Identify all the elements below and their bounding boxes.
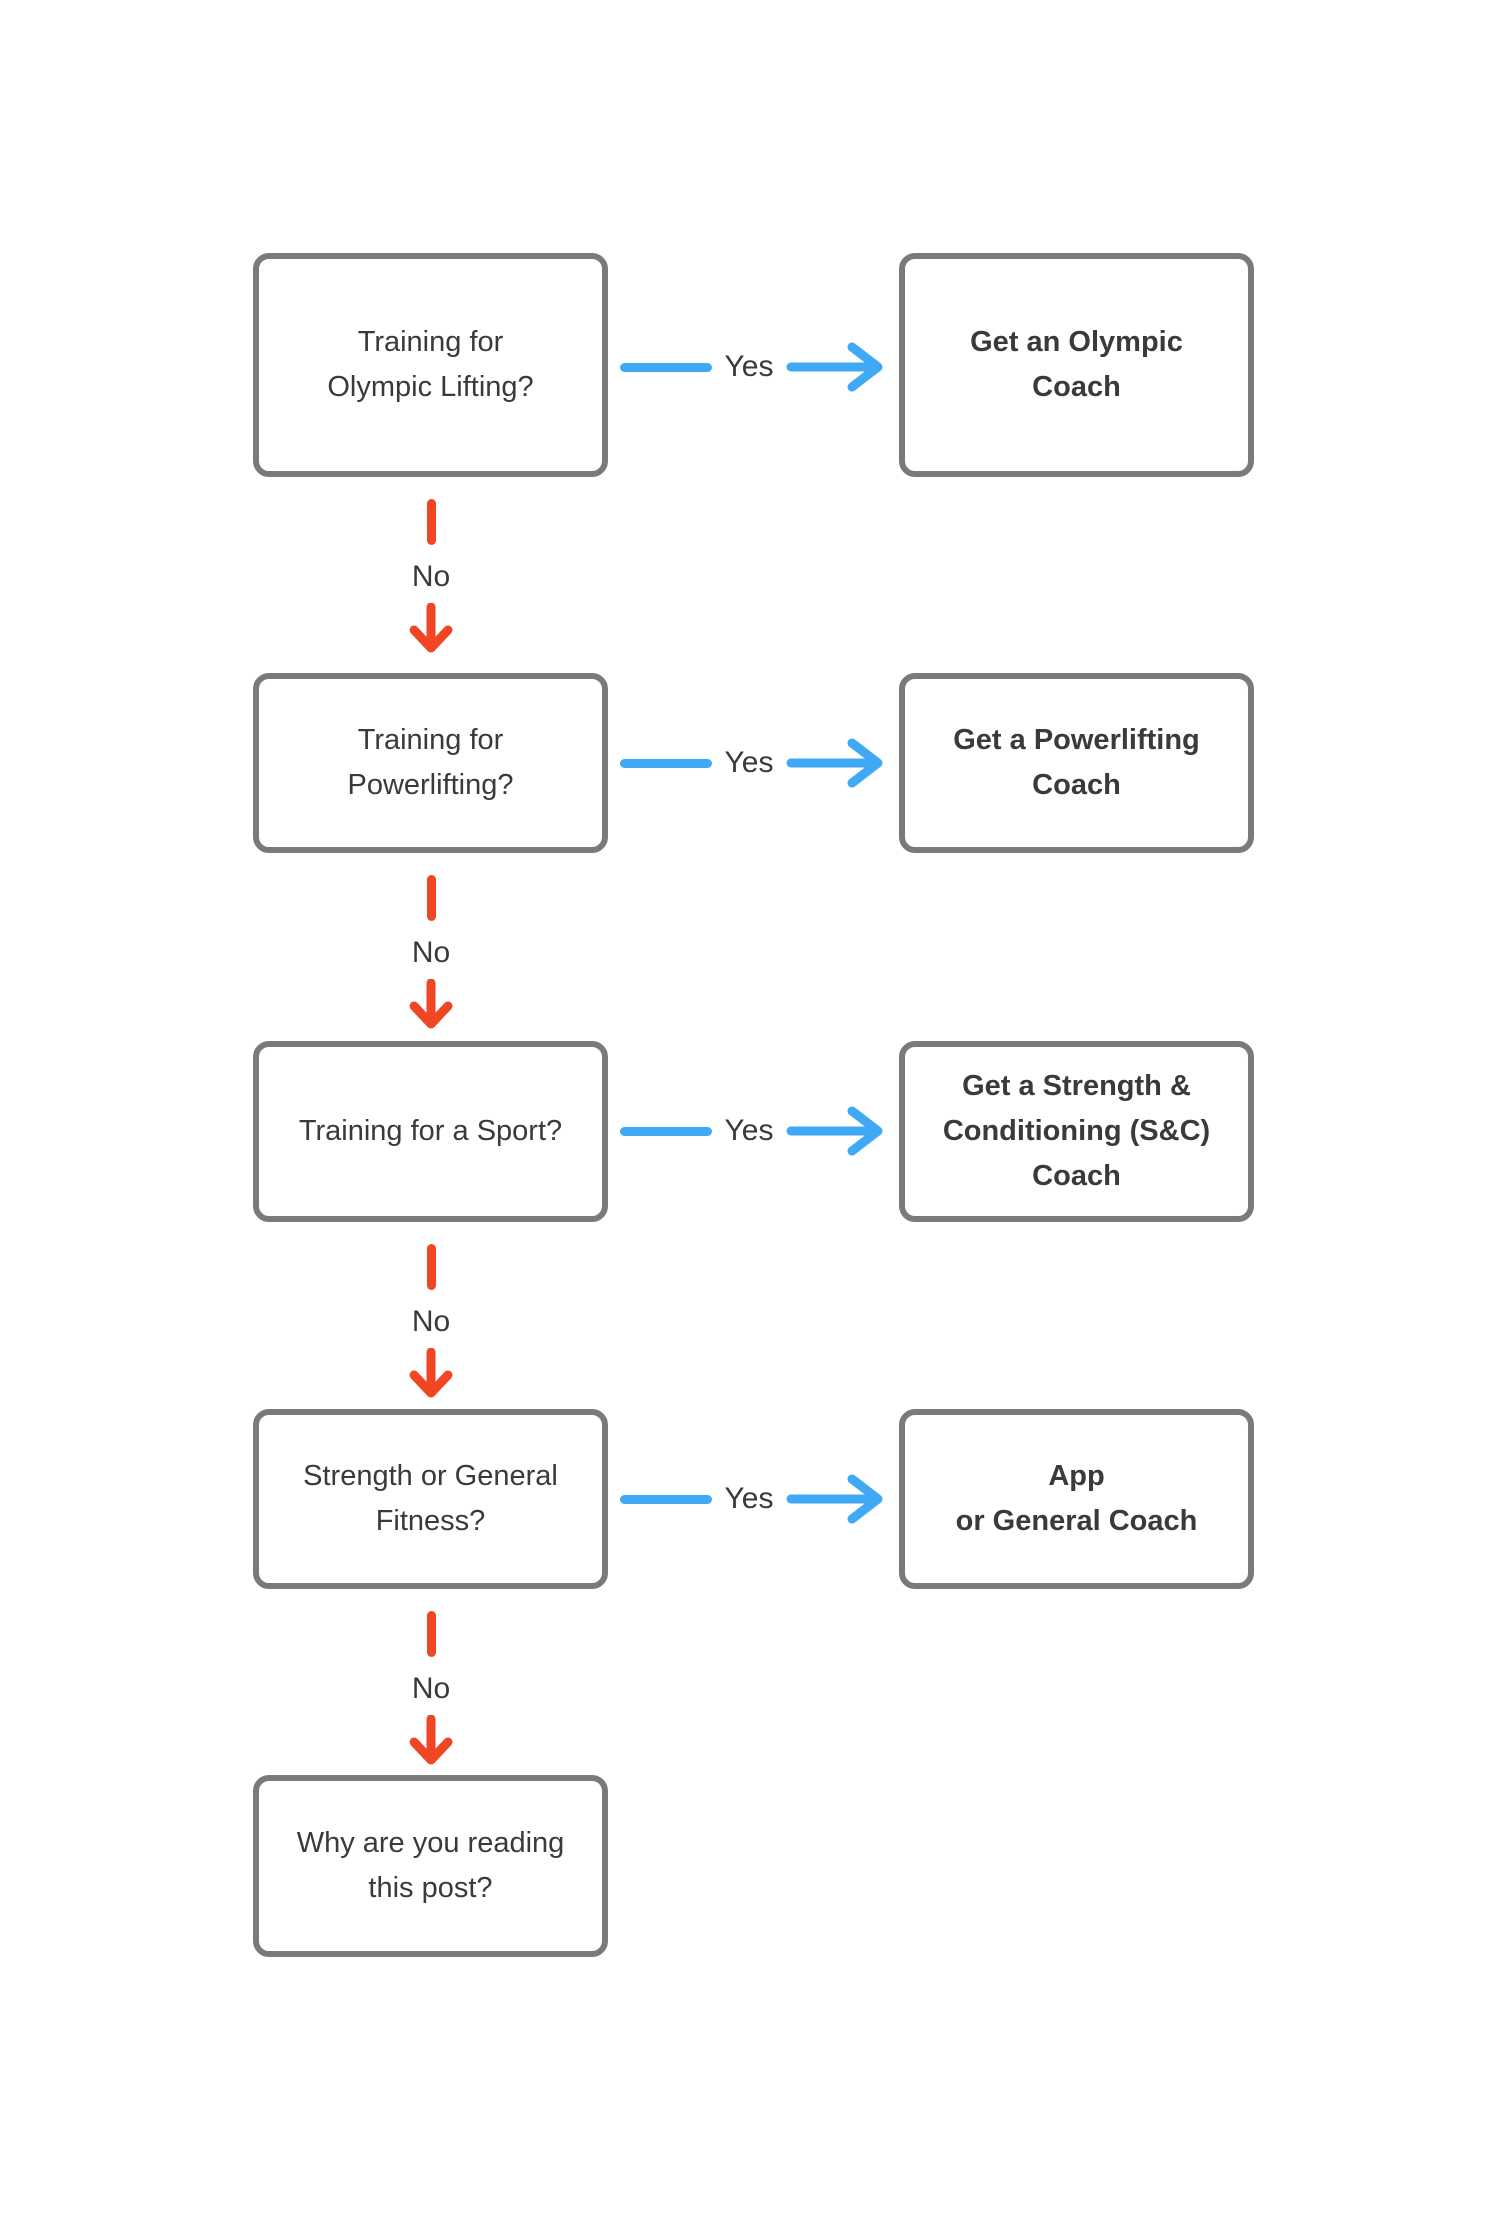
final-box-why-reading: Why are you reading this post? bbox=[253, 1775, 608, 1957]
result-box-sc-coach: Get a Strength & Conditioning (S&C) Coac… bbox=[899, 1041, 1254, 1222]
question-text: Training for a Sport? bbox=[299, 1109, 562, 1154]
yes-label: Yes bbox=[724, 1482, 774, 1515]
yes-connector-powerlifting: Yes bbox=[609, 737, 899, 789]
yes-line bbox=[619, 1494, 712, 1504]
question-line: Powerlifting? bbox=[347, 769, 514, 801]
result-box-powerlifting-coach: Get a Powerlifting Coach bbox=[899, 673, 1254, 853]
arrow-down-icon bbox=[409, 1715, 453, 1765]
result-box-app-or-general-coach: App or General Coach bbox=[899, 1409, 1254, 1589]
no-label: No bbox=[411, 1305, 451, 1338]
question-text: Training for Powerlifting? bbox=[347, 718, 513, 808]
result-line: Conditioning (S&C) bbox=[942, 1115, 1211, 1147]
result-line: or General Coach bbox=[955, 1505, 1198, 1537]
yes-connector-fitness: Yes bbox=[609, 1473, 899, 1525]
no-line bbox=[426, 499, 436, 545]
question-line: Fitness? bbox=[375, 1505, 486, 1537]
no-connector-olympic: No bbox=[356, 477, 506, 673]
question-box-olympic-lifting: Training for Olympic Lifting? bbox=[253, 253, 608, 477]
no-label: No bbox=[411, 1672, 451, 1705]
question-line: Training for bbox=[357, 724, 504, 756]
result-box-olympic-coach: Get an Olympic Coach bbox=[899, 253, 1254, 477]
result-text: Get a Powerlifting Coach bbox=[953, 718, 1200, 808]
arrow-right-icon bbox=[786, 1474, 883, 1524]
yes-line bbox=[619, 362, 712, 372]
yes-line bbox=[619, 1126, 712, 1136]
yes-label: Yes bbox=[724, 1114, 774, 1147]
arrow-down-icon bbox=[409, 1348, 453, 1398]
yes-connector-olympic: Yes bbox=[609, 341, 899, 393]
arrow-right-icon bbox=[786, 738, 883, 788]
result-line: Get a Strength & bbox=[962, 1070, 1191, 1102]
final-line: this post? bbox=[368, 1872, 493, 1904]
no-line bbox=[426, 875, 436, 921]
no-line bbox=[426, 1244, 436, 1290]
no-line bbox=[426, 1611, 436, 1657]
no-connector-powerlifting: No bbox=[356, 853, 506, 1041]
no-label: No bbox=[411, 936, 451, 969]
question-text: Strength or General Fitness? bbox=[303, 1454, 558, 1544]
result-line: Get an Olympic bbox=[970, 326, 1183, 358]
result-line: Coach bbox=[1032, 769, 1121, 801]
arrow-right-icon bbox=[786, 1106, 883, 1156]
no-connector-fitness: No bbox=[356, 1589, 506, 1775]
result-line: Coach bbox=[1032, 1160, 1121, 1192]
question-box-powerlifting: Training for Powerlifting? bbox=[253, 673, 608, 853]
result-text: App or General Coach bbox=[956, 1454, 1198, 1544]
yes-label: Yes bbox=[724, 746, 774, 779]
no-connector-sport: No bbox=[356, 1222, 506, 1409]
yes-connector-sport: Yes bbox=[609, 1105, 899, 1157]
no-label: No bbox=[411, 560, 451, 593]
result-text: Get a Strength & Conditioning (S&C) Coac… bbox=[943, 1064, 1210, 1199]
arrow-down-icon bbox=[409, 979, 453, 1029]
question-line: Strength or General bbox=[303, 1460, 558, 1492]
question-box-sport: Training for a Sport? bbox=[253, 1041, 608, 1222]
yes-label: Yes bbox=[724, 350, 774, 383]
result-line: Get a Powerlifting bbox=[953, 724, 1200, 756]
final-text: Why are you reading this post? bbox=[297, 1821, 565, 1911]
yes-line bbox=[619, 758, 712, 768]
question-line: Training for a Sport? bbox=[298, 1115, 563, 1147]
arrow-down-icon bbox=[409, 603, 453, 653]
final-line: Why are you reading bbox=[296, 1827, 565, 1859]
question-line: Training for bbox=[357, 326, 504, 358]
result-text: Get an Olympic Coach bbox=[970, 320, 1183, 410]
result-line: Coach bbox=[1032, 371, 1121, 403]
question-line: Olympic Lifting? bbox=[327, 371, 534, 403]
question-text: Training for Olympic Lifting? bbox=[327, 320, 533, 410]
arrow-right-icon bbox=[786, 342, 883, 392]
question-box-general-fitness: Strength or General Fitness? bbox=[253, 1409, 608, 1589]
result-line: App bbox=[1048, 1460, 1105, 1492]
